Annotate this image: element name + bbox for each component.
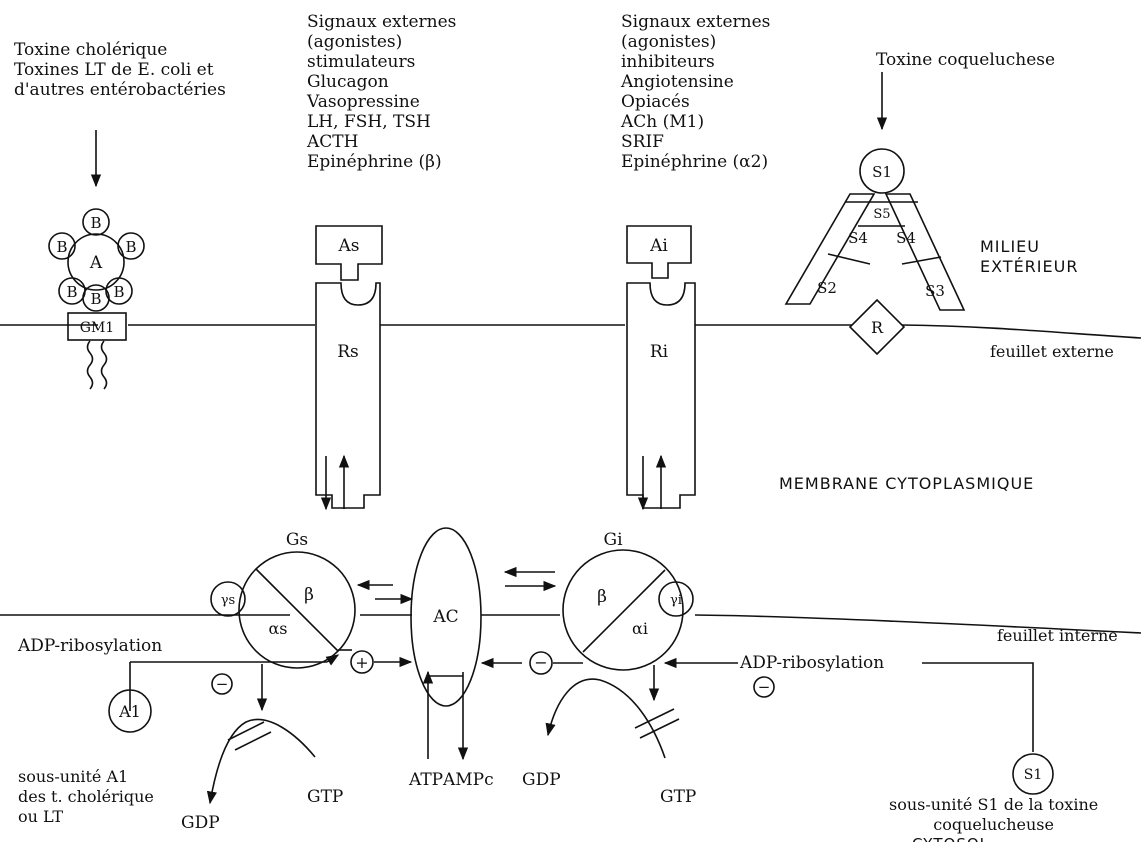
caption-line: ou LT (18, 807, 154, 827)
list-item: Glucagon (307, 72, 456, 92)
inner-leaflet-line (0, 615, 1141, 633)
adp-ribosylation-left-path (109, 655, 338, 732)
outer-leaflet-label: feuillet externe (990, 342, 1114, 362)
gdp-label-right: GDP (522, 770, 561, 790)
milieu-exterieur-label: MILIEU EXTÉRIEUR (980, 237, 1078, 277)
membrane-label: MEMBRANE CYTOPLASMIQUE (779, 474, 1034, 494)
list-item: Vasopressine (307, 92, 456, 112)
cholera-toxin-caption: Toxine cholérique Toxines LT de E. coli … (14, 40, 226, 100)
caption-line: Toxines LT de E. coli et (14, 60, 226, 80)
cholera-b-label: B (66, 283, 77, 301)
rs-label: Rs (337, 342, 359, 362)
list-item: Angiotensine (621, 72, 770, 92)
gtp-gdp-cycle-right (548, 665, 679, 758)
pertussis-s5-label: S5 (873, 207, 890, 222)
list-item: inhibiteurs (621, 52, 770, 72)
gs-gamma-label: γs (221, 593, 235, 608)
gs-protein (211, 552, 412, 668)
gdp-label-left: GDP (181, 813, 220, 833)
ac-label: AC (432, 607, 458, 627)
atp-label: ATP (409, 770, 443, 790)
gi-gamma-label: γi (670, 593, 682, 608)
a1-caption: sous-unité A1 des t. cholérique ou LT (18, 767, 154, 827)
as-label: As (337, 236, 359, 256)
minus-sign-right: − (758, 678, 771, 696)
cholera-b-label: B (90, 214, 101, 232)
a1-label: A1 (118, 702, 141, 721)
pertussis-s1-label: S1 (872, 163, 892, 181)
cholera-b-label: B (56, 238, 67, 256)
gm1-label: GM1 (80, 320, 114, 336)
adp-ribosylation-right-path (665, 663, 1053, 794)
gs-beta-label: β (304, 585, 314, 605)
ampc-label: AMPc (443, 770, 494, 790)
adp-ribosylation-left-label: ADP-ribosylation (18, 636, 162, 656)
adp-ribosylation-right-label: ADP-ribosylation (740, 653, 884, 673)
list-item: Opiacés (621, 92, 770, 112)
list-item: Signaux externes (307, 12, 456, 32)
gtp-label-left: GTP (307, 787, 343, 807)
cholera-b-label: B (125, 238, 136, 256)
list-item: ACTH (307, 132, 456, 152)
inhibitory-signals-list: Signaux externes (agonistes) inhibiteurs… (621, 12, 770, 172)
cholera-b-label: B (90, 290, 101, 308)
pertussis-s2-label: S2 (817, 279, 837, 297)
pertussis-r-label: R (871, 318, 884, 337)
caption-line: sous-unité S1 de la toxine (889, 795, 1098, 815)
s1-caption: sous-unité S1 de la toxine coquelucheuse (889, 795, 1098, 835)
pertussis-s3-label: S3 (925, 282, 945, 300)
atp-ampc-arrows (428, 672, 463, 759)
list-item: SRIF (621, 132, 770, 152)
gi-beta-label: β (597, 587, 607, 607)
inhibitory-receptor-complex (627, 226, 695, 509)
list-item: Epinéphrine (α2) (621, 152, 770, 172)
inner-leaflet-label: feuillet interne (997, 626, 1118, 646)
caption-line: sous-unité A1 (18, 767, 154, 787)
gi-alpha-label: αi (632, 619, 648, 638)
ai-label: Ai (649, 236, 668, 256)
gtp-label-right: GTP (660, 787, 696, 807)
outer-leaflet-line (0, 325, 1141, 338)
pertussis-s4-left-label: S4 (848, 229, 868, 247)
pertussis-toxin-title: Toxine coqueluchese (876, 50, 1055, 70)
region-line: MILIEU (980, 237, 1078, 257)
caption-line: coquelucheuse (889, 815, 1098, 835)
gs-alpha-label: αs (268, 619, 287, 638)
pertussis-s4-right-label: S4 (896, 229, 916, 247)
cholera-b-label: B (113, 283, 124, 301)
gi-protein (505, 550, 693, 670)
stimulatory-receptor-complex (316, 226, 382, 509)
list-item: Signaux externes (621, 12, 770, 32)
stimulation-connector (338, 650, 411, 673)
minus-sign-center: − (534, 653, 547, 672)
ri-label: Ri (650, 342, 669, 362)
cytosol-label: CYTOSOL (912, 834, 989, 842)
caption-line: des t. cholérique (18, 787, 154, 807)
caption-line: Toxine cholérique (14, 40, 226, 60)
list-item: LH, FSH, TSH (307, 112, 456, 132)
s1-cytosol-label: S1 (1024, 767, 1043, 783)
region-line: EXTÉRIEUR (980, 257, 1078, 277)
caption-line: d'autres entérobactéries (14, 80, 226, 100)
list-item: (agonistes) (621, 32, 770, 52)
list-item: Epinéphrine (β) (307, 152, 456, 172)
inhibition-connector (482, 652, 583, 674)
cholera-a-label: A (89, 253, 103, 273)
list-item: stimulateurs (307, 52, 456, 72)
gi-label: Gi (603, 530, 623, 550)
minus-sign-left: − (216, 675, 229, 693)
list-item: ACh (M1) (621, 112, 770, 132)
gi-circle (563, 550, 683, 670)
stimulatory-signals-list: Signaux externes (agonistes) stimulateur… (307, 12, 456, 172)
gs-label: Gs (286, 530, 308, 550)
plus-sign: + (355, 653, 368, 672)
list-item: (agonistes) (307, 32, 456, 52)
